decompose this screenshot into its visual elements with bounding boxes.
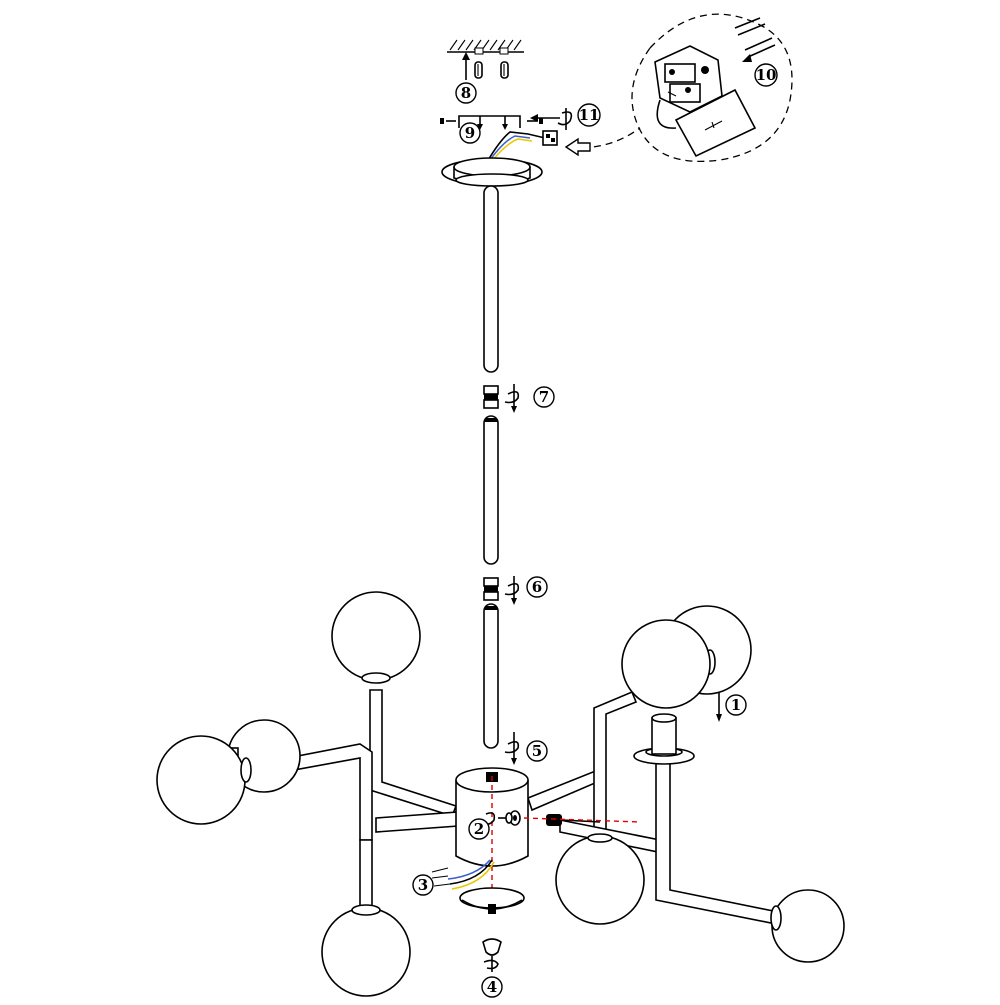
glass-globe bbox=[555, 833, 645, 925]
screw-icon bbox=[440, 118, 456, 124]
upper-rod bbox=[483, 185, 499, 373]
set-screw bbox=[498, 810, 521, 826]
svg-text:4: 4 bbox=[487, 978, 497, 996]
glass-globe bbox=[156, 735, 252, 825]
rotate-arrow-icon bbox=[557, 108, 573, 130]
arrow-down-icon bbox=[716, 692, 722, 722]
svg-text:8: 8 bbox=[461, 84, 471, 102]
svg-text:10: 10 bbox=[756, 66, 777, 84]
step-marker-8: 8 bbox=[455, 82, 477, 104]
svg-text:6: 6 bbox=[532, 578, 542, 596]
step-marker-2: 2 bbox=[468, 818, 490, 840]
glass-globe bbox=[331, 591, 421, 684]
ceiling bbox=[447, 39, 524, 55]
inset-detail bbox=[631, 13, 793, 163]
arrow-up-icon bbox=[462, 52, 470, 80]
step-marker-9: 9 bbox=[459, 122, 481, 144]
step-marker-10: 10 bbox=[754, 63, 778, 87]
terminal-connector bbox=[542, 130, 558, 146]
lower-rod bbox=[483, 603, 499, 749]
screw-icon bbox=[527, 118, 543, 124]
wall-plug bbox=[474, 61, 483, 79]
glass-globe bbox=[770, 889, 845, 963]
step-marker-6: 6 bbox=[526, 576, 548, 598]
svg-text:3: 3 bbox=[418, 876, 428, 894]
step-marker-1: 1 bbox=[725, 694, 747, 716]
rotate-arrow-icon bbox=[504, 384, 520, 413]
rotate-arrow-icon bbox=[504, 732, 520, 765]
step-marker-11: 11 bbox=[577, 103, 601, 127]
step-marker-3: 3 bbox=[412, 874, 434, 896]
rotate-arrow-icon bbox=[504, 576, 520, 605]
step-marker-5: 5 bbox=[526, 740, 548, 762]
rod-coupler bbox=[483, 385, 499, 409]
step-marker-4: 4 bbox=[481, 976, 503, 998]
middle-rod bbox=[483, 415, 499, 565]
svg-text:5: 5 bbox=[532, 742, 542, 760]
rod-coupler bbox=[483, 577, 499, 601]
mounting-bar bbox=[458, 115, 521, 130]
finial bbox=[482, 938, 502, 972]
svg-text:1: 1 bbox=[731, 696, 741, 714]
arrow-left-icon bbox=[530, 114, 560, 122]
svg-text:11: 11 bbox=[579, 106, 600, 124]
assembly-axis bbox=[523, 817, 641, 823]
glass-globe bbox=[321, 904, 411, 997]
wire-ends bbox=[431, 867, 451, 887]
bottom-cover bbox=[459, 887, 525, 914]
glass-globe bbox=[621, 619, 711, 709]
svg-text:9: 9 bbox=[465, 124, 475, 142]
svg-text:7: 7 bbox=[539, 388, 549, 406]
cable-connector bbox=[546, 814, 601, 826]
ceiling-canopy bbox=[441, 157, 543, 187]
step-marker-7: 7 bbox=[533, 386, 555, 408]
lamp-holder bbox=[633, 713, 695, 765]
svg-text:2: 2 bbox=[474, 820, 484, 838]
wall-plug bbox=[500, 61, 509, 79]
